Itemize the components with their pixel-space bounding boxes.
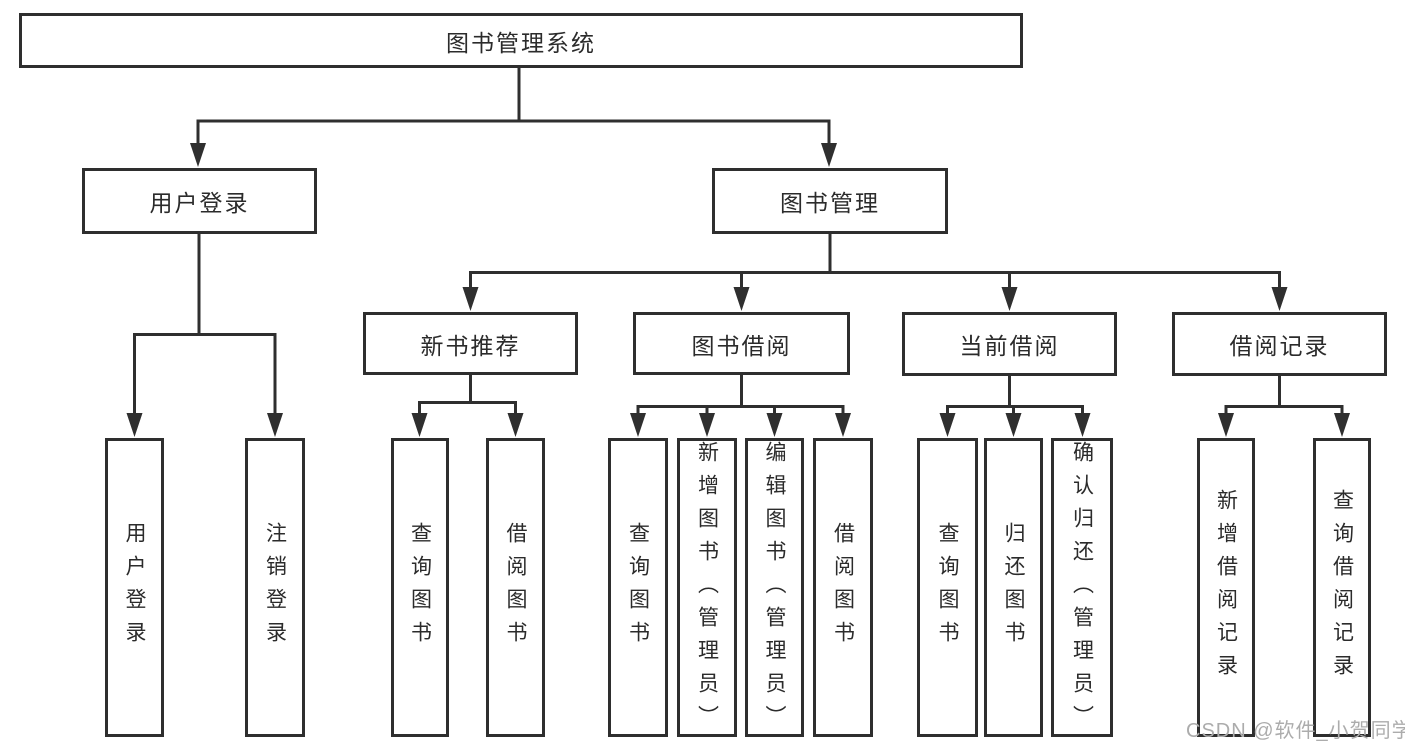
leaf-borrowing-edit-admin-label: 编辑图书（管理员） [763,441,786,738]
leaf-borrowing-borrow: 借阅图书 [813,438,873,737]
leaf-records-query-label: 查询借阅记录 [1330,488,1354,687]
leaf-records-add: 新增借阅记录 [1197,438,1255,737]
leaf-records-add-label: 新增借阅记录 [1214,488,1238,687]
node-book-borrowing-label: 图书借阅 [691,332,792,359]
node-book-management: 图书管理 [712,168,948,234]
node-new-book-recommend-label: 新书推荐 [420,332,521,359]
node-user-login: 用户登录 [82,168,317,234]
leaf-user-login-label: 用户登录 [123,521,146,654]
leaf-logout-label: 注销登录 [263,521,287,654]
leaf-logout: 注销登录 [245,438,305,737]
node-root-label: 图书管理系统 [446,29,596,56]
node-borrowing-records: 借阅记录 [1172,312,1387,376]
leaf-borrowing-query: 查询图书 [608,438,668,737]
leaf-borrowing-edit-admin: 编辑图书（管理员） [745,438,804,738]
leaf-newbooks-borrow: 借阅图书 [486,438,545,737]
node-new-book-recommend: 新书推荐 [363,312,578,375]
leaf-current-query: 查询图书 [917,438,978,737]
leaf-borrowing-add-admin: 新增图书（管理员） [677,438,737,738]
csdn-watermark: CSDN @软件_小贺同学 [1186,720,1405,742]
node-current-borrowing: 当前借阅 [902,312,1117,376]
leaf-borrowing-borrow-label: 借阅图书 [831,521,855,654]
node-book-management-label: 图书管理 [780,190,880,216]
node-borrowing-records-label: 借阅记录 [1229,333,1330,359]
node-book-borrowing: 图书借阅 [633,312,850,375]
leaf-current-confirm-admin-label: 确认归还（管理员） [1070,441,1094,738]
leaf-newbooks-query: 查询图书 [391,438,449,737]
node-user-login-label: 用户登录 [149,190,250,216]
leaf-newbooks-query-label: 查询图书 [408,521,432,654]
node-root: 图书管理系统 [19,13,1023,68]
leaf-borrowing-add-admin-label: 新增图书（管理员） [695,441,719,738]
leaf-user-login: 用户登录 [105,438,164,737]
node-current-borrowing-label: 当前借阅 [959,333,1060,359]
leaf-current-return-label: 归还图书 [1002,521,1025,654]
leaf-records-query: 查询借阅记录 [1313,438,1371,737]
leaf-current-return: 归还图书 [984,438,1043,737]
leaf-borrowing-query-label: 查询图书 [626,521,650,654]
leaf-current-confirm-admin: 确认归还（管理员） [1051,438,1113,738]
leaf-current-query-label: 查询图书 [936,521,959,654]
leaf-newbooks-borrow-label: 借阅图书 [504,521,527,654]
